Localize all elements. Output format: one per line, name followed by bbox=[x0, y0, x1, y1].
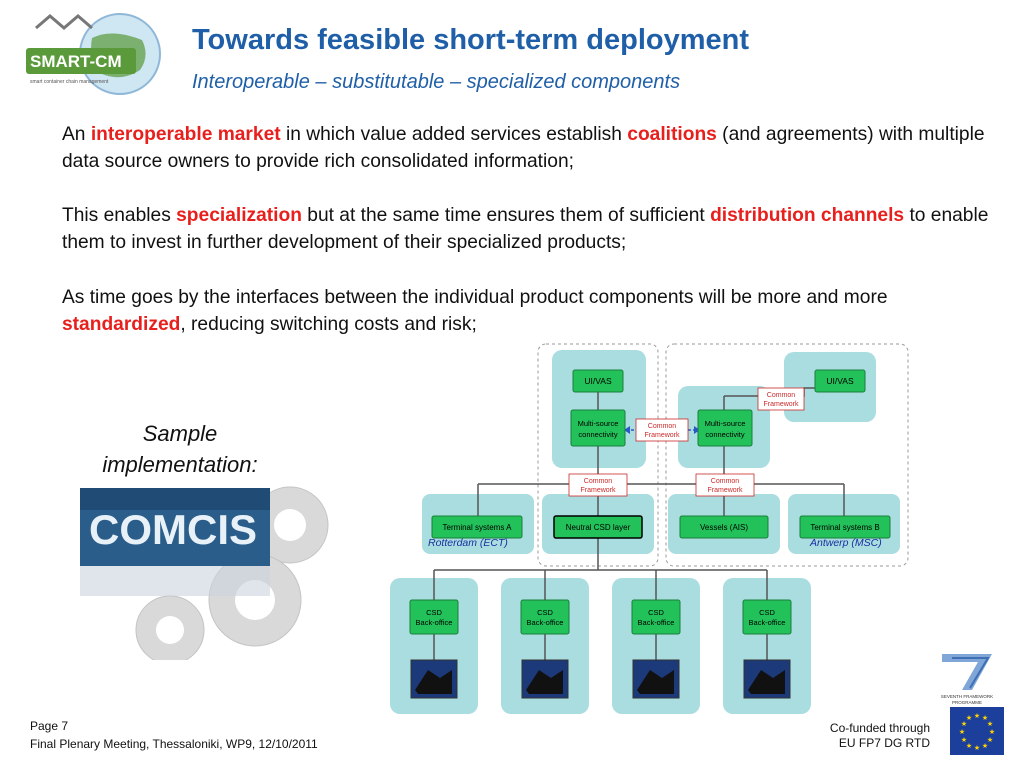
paragraph-standardized: As time goes by the interfaces between t… bbox=[62, 287, 888, 335]
svg-text:★: ★ bbox=[987, 720, 993, 728]
terminal-a-label: Terminal systems A bbox=[443, 523, 513, 532]
csd-3-label-1: CSD bbox=[648, 608, 664, 617]
svg-text:★: ★ bbox=[989, 728, 995, 736]
footer-meeting-info: Final Plenary Meeting, Thessaloniki, WP9… bbox=[30, 737, 318, 751]
smart-cm-logo: SMART-CM smart container chain managemen… bbox=[22, 8, 172, 100]
common-framework-bottom-right bbox=[695, 473, 755, 497]
common-framework-bottom-left bbox=[568, 473, 628, 497]
cofunded-line-2: EU FP7 DG RTD bbox=[838, 736, 930, 750]
terminal-b-label: Terminal systems B bbox=[810, 523, 879, 532]
common-framework-mid bbox=[635, 418, 689, 442]
csd-1-label-1: CSD bbox=[426, 608, 442, 617]
fp7-text-1: SEVENTH FRAMEWORK bbox=[941, 694, 993, 699]
highlight-distribution-channels: distribution channels bbox=[710, 205, 905, 226]
dashed-group-right bbox=[665, 343, 909, 567]
csd-box-2 bbox=[520, 599, 570, 635]
csd-box-4 bbox=[742, 599, 792, 635]
common-framework-top bbox=[757, 387, 805, 411]
cf-top-label-1: Common bbox=[767, 392, 796, 399]
csd-3-label-2: Back-office bbox=[638, 618, 675, 627]
antwerp-label: Antwerp (MSC) bbox=[809, 537, 882, 549]
uivas-left-label: UI/VAS bbox=[584, 376, 612, 386]
svg-text:★: ★ bbox=[987, 736, 993, 744]
csd-box-3 bbox=[631, 599, 681, 635]
terminal-a-box bbox=[431, 515, 523, 539]
csd-2-label-1: CSD bbox=[537, 608, 553, 617]
multisource-right-label-2: connectivity bbox=[705, 430, 744, 439]
csd-box-1 bbox=[409, 599, 459, 635]
neutral-csd-label: Neutral CSD layer bbox=[566, 523, 631, 532]
cf-mid-label-1: Common bbox=[648, 423, 677, 430]
logo-tagline: smart container chain management bbox=[30, 79, 109, 85]
csd-1-label-2: Back-office bbox=[416, 618, 453, 627]
csd-2-label-2: Back-office bbox=[527, 618, 564, 627]
highlight-interoperable-market: interoperable market bbox=[90, 124, 281, 145]
vessels-label: Vessels (AIS) bbox=[700, 523, 748, 532]
multisource-right-box bbox=[697, 409, 753, 447]
logo-text: SMART-CM bbox=[30, 52, 122, 71]
page-number: Page 7 bbox=[30, 719, 69, 733]
sample-implementation-label: Sample implementation: bbox=[102, 421, 258, 477]
fp7-text-2: PROGRAMME bbox=[952, 700, 982, 705]
vessels-box bbox=[679, 515, 769, 539]
highlight-specialization: specialization bbox=[176, 205, 302, 226]
multisource-left-label-2: connectivity bbox=[578, 430, 617, 439]
paragraph-interoperable-market: An interoperable market in which value a… bbox=[62, 124, 985, 172]
multisource-right-label-1: Multi-source bbox=[705, 419, 746, 428]
svg-text:★: ★ bbox=[961, 736, 967, 744]
crane-thumbnails bbox=[410, 659, 791, 699]
fp7-logo: SEVENTH FRAMEWORK PROGRAMME bbox=[932, 650, 1002, 706]
cofunded-text: Co-funded through EU FP7 DG RTD bbox=[830, 721, 930, 751]
csd-4-label-1: CSD bbox=[759, 608, 775, 617]
highlight-coalitions: coalitions bbox=[627, 124, 717, 145]
svg-text:★: ★ bbox=[974, 712, 980, 720]
multisource-left-box bbox=[570, 409, 626, 447]
slide-subtitle: Interoperable – substitutable – speciali… bbox=[192, 71, 681, 93]
panel-left-stack bbox=[552, 350, 646, 468]
svg-text:★: ★ bbox=[959, 728, 965, 736]
architecture-diagram: UI/VAS UI/VAS Multi-source connectivity … bbox=[380, 338, 920, 723]
svg-text:★: ★ bbox=[966, 714, 972, 722]
highlight-standardized: standardized bbox=[62, 314, 181, 335]
rotterdam-label: Rotterdam (ECT) bbox=[428, 537, 508, 549]
cf-br-label-2: Framework bbox=[707, 487, 743, 494]
svg-text:★: ★ bbox=[974, 744, 980, 752]
paragraph-specialization: This enables specialization but at the s… bbox=[62, 205, 989, 253]
svg-text:★: ★ bbox=[961, 720, 967, 728]
csd-4-label-2: Back-office bbox=[749, 618, 786, 627]
uivas-right-box bbox=[814, 369, 866, 393]
uivas-right-label: UI/VAS bbox=[826, 376, 854, 386]
cf-bl-label-1: Common bbox=[584, 478, 613, 485]
slide-title: Towards feasible short-term deployment bbox=[192, 24, 750, 56]
cf-br-label-1: Common bbox=[711, 478, 740, 485]
cf-top-label-2: Framework bbox=[763, 401, 799, 408]
svg-text:★: ★ bbox=[982, 742, 988, 750]
cofunded-line-1: Co-funded through bbox=[829, 721, 930, 735]
svg-text:★: ★ bbox=[966, 742, 972, 750]
eu-flag-icon: ★ ★ ★ ★ ★ ★ ★ ★ ★ ★ ★ ★ bbox=[950, 707, 1004, 755]
uivas-left-box bbox=[572, 369, 624, 393]
comcis-text: COMCIS bbox=[89, 506, 257, 553]
cf-bl-label-2: Framework bbox=[580, 487, 616, 494]
cf-mid-label-2: Framework bbox=[644, 432, 680, 439]
comcis-gears-image: COMCIS bbox=[75, 480, 345, 665]
multisource-left-label-1: Multi-source bbox=[578, 419, 619, 428]
svg-text:★: ★ bbox=[982, 714, 988, 722]
terminal-b-box bbox=[799, 515, 891, 539]
